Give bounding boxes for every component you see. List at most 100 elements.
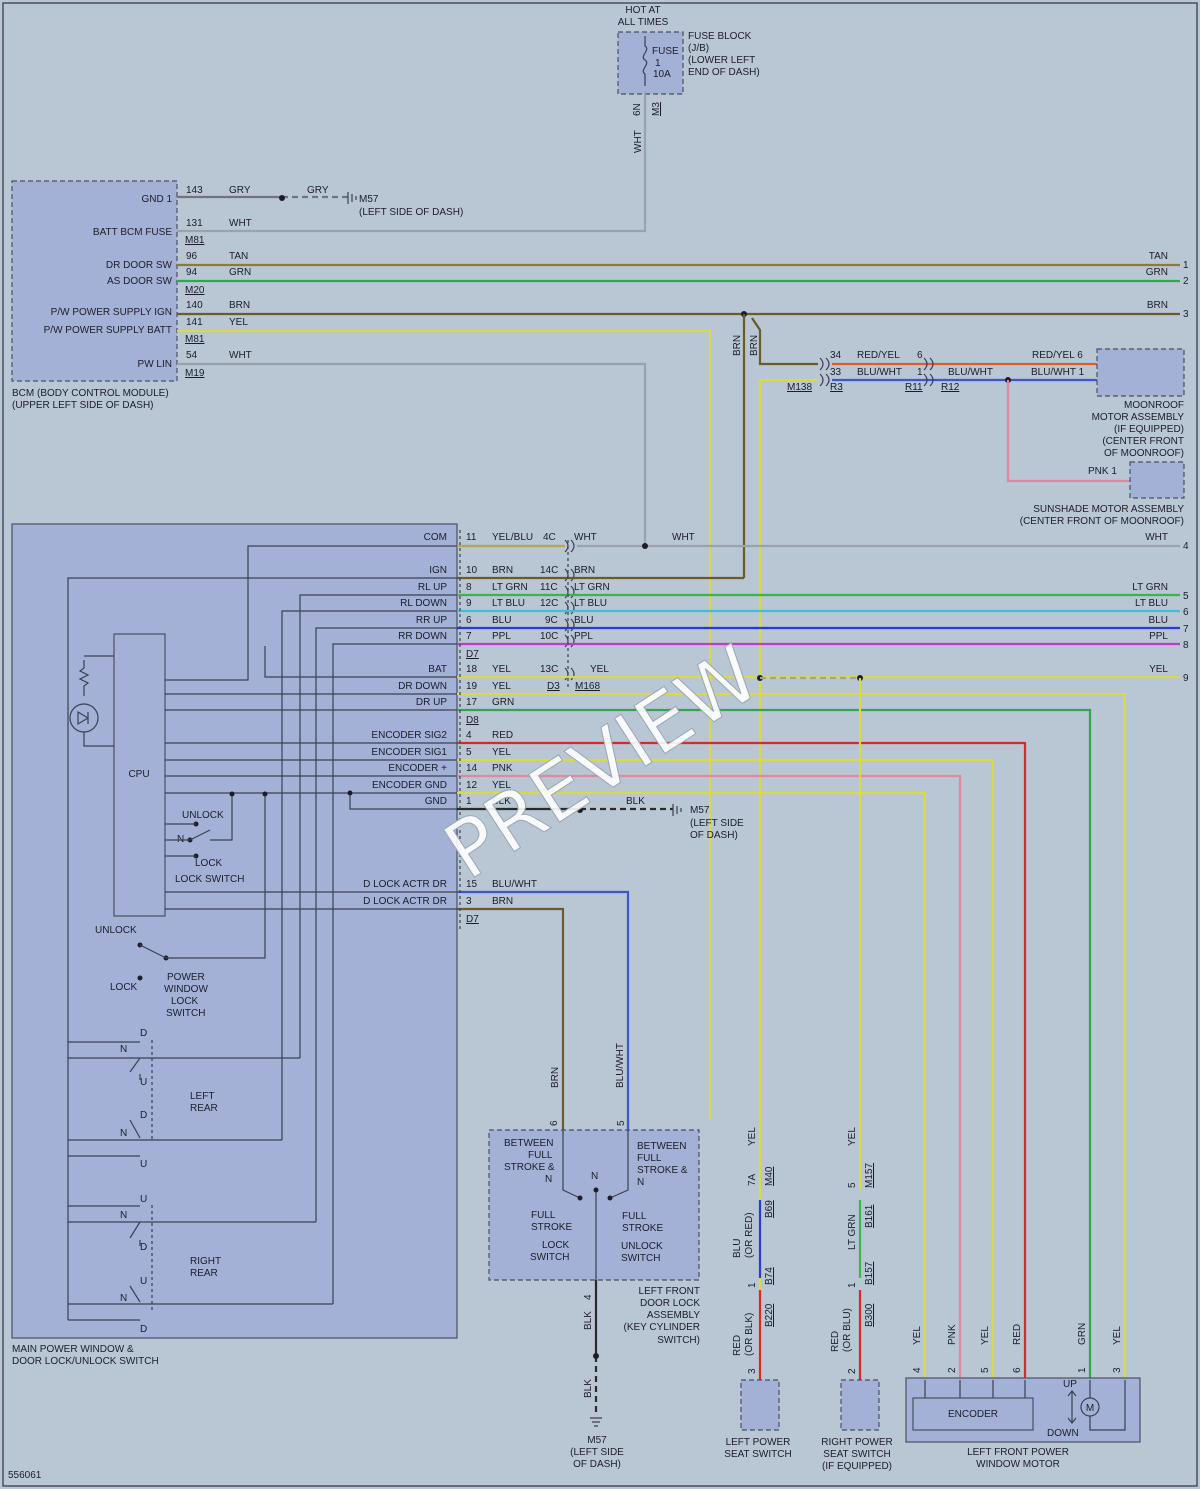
svg-text:WINDOW MOTOR: WINDOW MOTOR — [976, 1459, 1060, 1470]
svg-text:ALL TIMES: ALL TIMES — [618, 17, 669, 28]
svg-text:BRN: BRN — [749, 335, 760, 356]
svg-text:BETWEEN: BETWEEN — [637, 1141, 686, 1152]
svg-text:ENCODER: ENCODER — [948, 1409, 998, 1420]
svg-text:N: N — [120, 1044, 127, 1055]
svg-text:1: 1 — [1077, 1367, 1088, 1373]
svg-text:U: U — [140, 1194, 147, 1205]
svg-text:SWITCH: SWITCH — [621, 1253, 660, 1264]
svg-text:5: 5 — [1183, 591, 1189, 602]
svg-text:RED: RED — [830, 1331, 841, 1352]
svg-text:(KEY CYLINDER: (KEY CYLINDER — [623, 1322, 700, 1333]
svg-text:M168: M168 — [575, 681, 600, 692]
svg-text:LT GRN: LT GRN — [492, 582, 528, 593]
svg-text:YEL: YEL — [492, 747, 511, 758]
svg-text:LOCK: LOCK — [171, 996, 199, 1007]
svg-text:6: 6 — [1183, 607, 1189, 618]
svg-text:COM: COM — [424, 532, 447, 543]
svg-text:STROKE &: STROKE & — [504, 1162, 555, 1173]
svg-text:OF MOONROOF): OF MOONROOF) — [1104, 448, 1184, 459]
svg-text:IGN: IGN — [429, 565, 447, 576]
svg-text:U: U — [140, 1276, 147, 1287]
svg-text:SUNSHADE MOTOR ASSEMBLY: SUNSHADE MOTOR ASSEMBLY — [1033, 504, 1184, 515]
moonroof-section: BRN BRN 34 33 RED/YEL BLU/WHT 6 1 BLU/WH… — [732, 314, 1185, 1380]
svg-text:LOCK: LOCK — [195, 858, 223, 869]
svg-text:D LOCK ACTR DR: D LOCK ACTR DR — [363, 896, 447, 907]
svg-text:BRN: BRN — [550, 1067, 561, 1088]
svg-text:7: 7 — [466, 631, 472, 642]
svg-text:3: 3 — [466, 896, 472, 907]
svg-text:D: D — [140, 1110, 147, 1121]
svg-text:STROKE: STROKE — [622, 1223, 663, 1234]
svg-text:END OF DASH): END OF DASH) — [688, 67, 760, 78]
svg-text:M138: M138 — [787, 382, 812, 393]
svg-text:YEL: YEL — [590, 664, 609, 675]
svg-text:MAIN POWER WINDOW &: MAIN POWER WINDOW & — [12, 1344, 134, 1355]
svg-text:D: D — [140, 1242, 147, 1253]
svg-text:BLK: BLK — [583, 1311, 594, 1330]
svg-text:N: N — [637, 1177, 644, 1188]
svg-text:DOOR LOCK/UNLOCK SWITCH: DOOR LOCK/UNLOCK SWITCH — [12, 1356, 159, 1367]
svg-text:BLU: BLU — [1149, 615, 1168, 626]
svg-text:LOCK SWITCH: LOCK SWITCH — [175, 874, 244, 885]
svg-text:RIGHT POWER: RIGHT POWER — [821, 1437, 892, 1448]
svg-text:1: 1 — [1183, 260, 1189, 271]
svg-text:7A: 7A — [747, 1173, 758, 1186]
svg-text:SWITCH: SWITCH — [530, 1252, 569, 1263]
svg-text:FULL: FULL — [622, 1211, 647, 1222]
svg-text:(CENTER FRONT: (CENTER FRONT — [1102, 436, 1184, 447]
svg-text:RED/YEL: RED/YEL — [857, 350, 900, 361]
svg-text:11: 11 — [466, 532, 477, 543]
svg-text:143: 143 — [186, 185, 203, 196]
svg-text:WHT: WHT — [574, 532, 597, 543]
svg-text:(LEFT SIDE: (LEFT SIDE — [570, 1447, 624, 1458]
svg-text:REAR: REAR — [190, 1103, 218, 1114]
svg-text:54: 54 — [186, 350, 198, 361]
svg-text:ENCODER +: ENCODER + — [388, 763, 447, 774]
svg-text:UNLOCK: UNLOCK — [95, 925, 137, 936]
svg-text:2: 2 — [1183, 276, 1189, 287]
svg-text:WHT: WHT — [1145, 532, 1168, 543]
svg-text:D7: D7 — [466, 649, 479, 660]
svg-text:4: 4 — [583, 1294, 594, 1300]
svg-text:LEFT: LEFT — [190, 1091, 214, 1102]
svg-text:GRN: GRN — [229, 267, 251, 278]
svg-text:BLK: BLK — [492, 796, 511, 807]
svg-text:33: 33 — [830, 367, 842, 378]
svg-text:YEL: YEL — [492, 681, 511, 692]
svg-text:LT BLU: LT BLU — [574, 598, 607, 609]
svg-text:B161: B161 — [864, 1204, 875, 1228]
svg-text:FULL: FULL — [637, 1153, 662, 1164]
svg-text:RED: RED — [1012, 1324, 1023, 1345]
svg-text:LEFT FRONT POWER: LEFT FRONT POWER — [967, 1447, 1069, 1458]
svg-text:96: 96 — [186, 251, 198, 262]
door-lock-assembly: BRN BLU/WHT 6 5 BETWEEN FULL STROKE & N … — [488, 1043, 700, 1470]
svg-text:B69: B69 — [764, 1200, 775, 1218]
svg-text:RIGHT: RIGHT — [190, 1256, 221, 1267]
svg-text:17: 17 — [466, 697, 478, 708]
svg-text:RL DOWN: RL DOWN — [400, 598, 447, 609]
svg-text:LOCK: LOCK — [542, 1240, 570, 1251]
svg-text:B220: B220 — [764, 1303, 775, 1327]
svg-text:M57: M57 — [690, 805, 710, 816]
svg-text:LT GRN: LT GRN — [1132, 582, 1168, 593]
svg-text:6: 6 — [917, 350, 923, 361]
svg-text:(IF EQUIPPED): (IF EQUIPPED) — [1114, 424, 1184, 435]
svg-text:DR UP: DR UP — [416, 697, 447, 708]
svg-text:POWER: POWER — [167, 972, 205, 983]
svg-text:(LEFT SIDE OF DASH): (LEFT SIDE OF DASH) — [359, 207, 463, 218]
svg-text:B300: B300 — [864, 1303, 875, 1327]
svg-text:MOONROOF: MOONROOF — [1124, 400, 1184, 411]
svg-text:(OR BLU): (OR BLU) — [842, 1308, 853, 1352]
svg-text:N: N — [545, 1174, 552, 1185]
svg-text:PPL: PPL — [574, 631, 593, 642]
svg-text:(UPPER LEFT SIDE OF DASH): (UPPER LEFT SIDE OF DASH) — [12, 400, 154, 411]
svg-text:ENCODER SIG2: ENCODER SIG2 — [371, 730, 447, 741]
main-power-window-switch: COM IGN RL UP RL DOWN RR UP RR DOWN BAT … — [11, 523, 695, 1367]
svg-text:14C: 14C — [540, 565, 558, 576]
svg-text:(CENTER FRONT OF MOONROOF): (CENTER FRONT OF MOONROOF) — [1020, 516, 1184, 527]
svg-text:(IF EQUIPPED): (IF EQUIPPED) — [822, 1461, 892, 1472]
svg-text:YEL: YEL — [847, 1127, 858, 1146]
svg-text:LT BLU: LT BLU — [1135, 598, 1168, 609]
svg-text:FUSE: FUSE — [652, 46, 679, 57]
